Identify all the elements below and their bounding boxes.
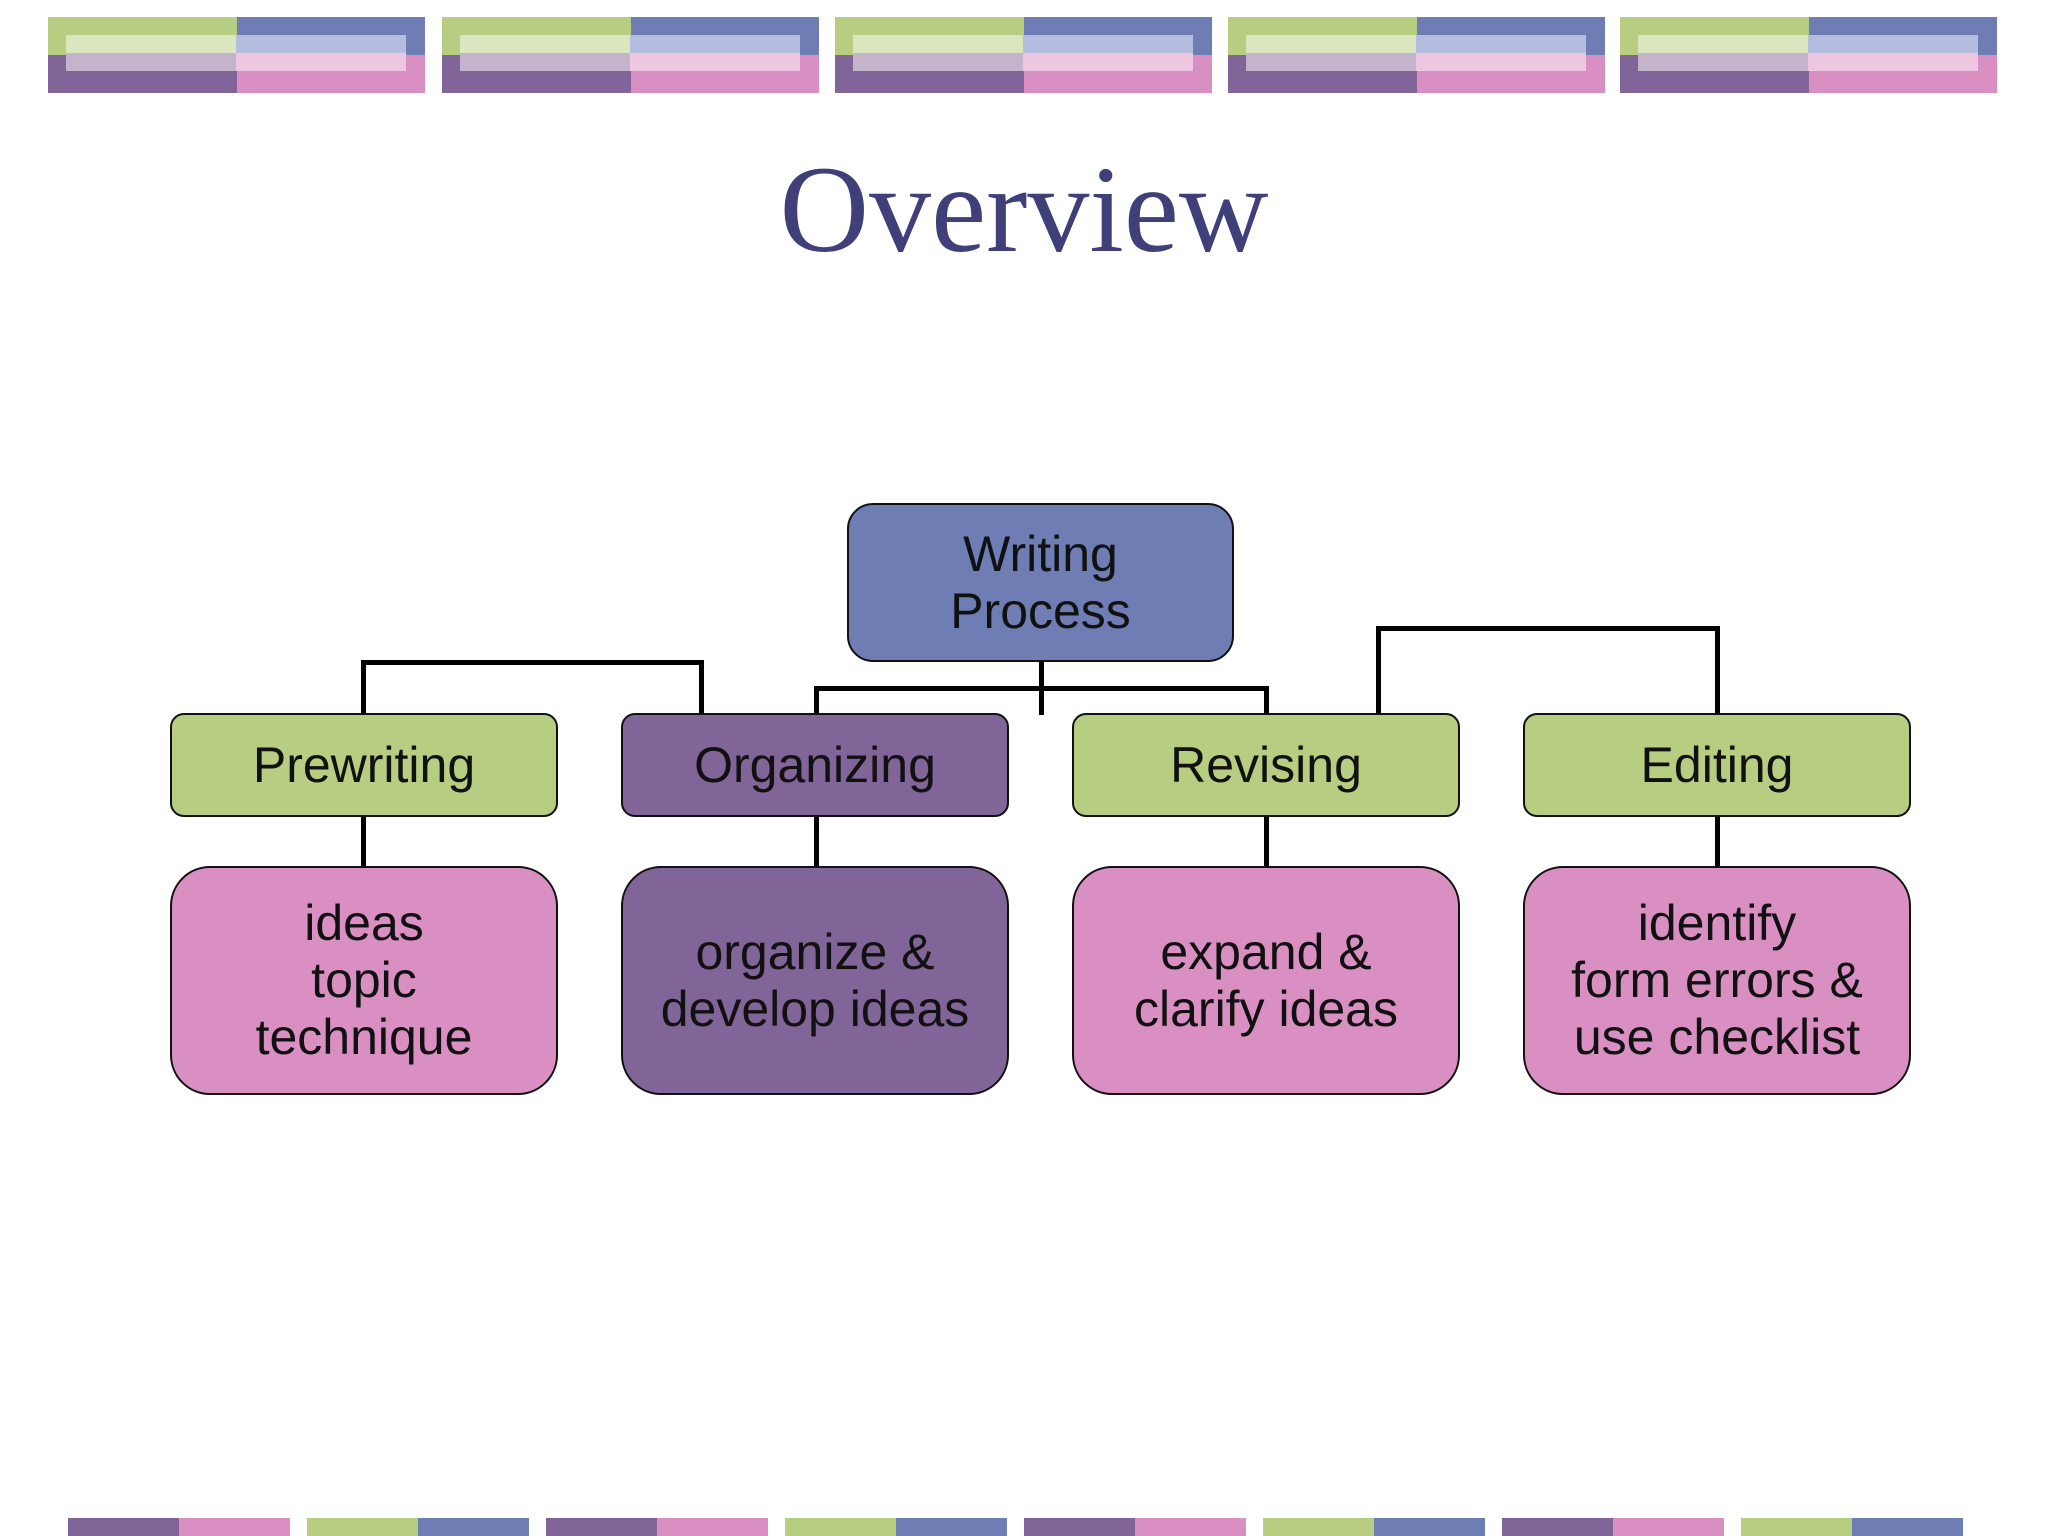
connector: [1376, 626, 1720, 631]
connector: [699, 660, 704, 715]
stage-node-label: Editing: [1640, 736, 1794, 793]
connector: [361, 660, 366, 715]
detail-node-prewriting: ideas topic technique: [170, 866, 558, 1095]
decor-tile: [835, 17, 1212, 93]
connector: [814, 686, 1268, 691]
detail-node-text: expand & clarify ideas: [1134, 923, 1398, 1037]
connector: [1715, 815, 1720, 868]
detail-node-text: ideas topic technique: [255, 895, 473, 1065]
detail-node-editing: identify form errors & use checklist: [1523, 866, 1911, 1095]
connector: [1715, 626, 1720, 715]
connector: [361, 815, 366, 868]
detail-node-text: organize & develop ideas: [660, 923, 970, 1037]
stage-node-prewriting: Prewriting: [170, 713, 558, 817]
stage-node-revising: Revising: [1072, 713, 1460, 817]
decor-tile: [1620, 17, 1997, 93]
stage-node-organizing: Organizing: [621, 713, 1009, 817]
connector: [1264, 686, 1269, 715]
stage-node-label: Revising: [1170, 736, 1362, 793]
top-decorative-band: [0, 0, 2048, 100]
connector: [361, 660, 703, 665]
connector: [814, 686, 819, 715]
bottom-decorative-band: [0, 1518, 2048, 1536]
connector: [1264, 815, 1269, 868]
detail-node-revising: expand & clarify ideas: [1072, 866, 1460, 1095]
stage-node-editing: Editing: [1523, 713, 1911, 817]
connector: [1376, 626, 1381, 715]
decor-tile: [48, 17, 425, 93]
stage-node-label: Prewriting: [252, 736, 476, 793]
slide-title: Overview: [779, 141, 1269, 278]
decor-tile: [442, 17, 819, 93]
root-node-writing-process: Writing Process: [847, 503, 1234, 662]
detail-node-text: identify form errors & use checklist: [1571, 895, 1863, 1065]
detail-node-organizing: organize & develop ideas: [621, 866, 1009, 1095]
root-node-label: Writing Process: [950, 525, 1131, 639]
stage-node-label: Organizing: [694, 736, 936, 793]
decor-tile: [1228, 17, 1605, 93]
connector: [814, 815, 819, 868]
